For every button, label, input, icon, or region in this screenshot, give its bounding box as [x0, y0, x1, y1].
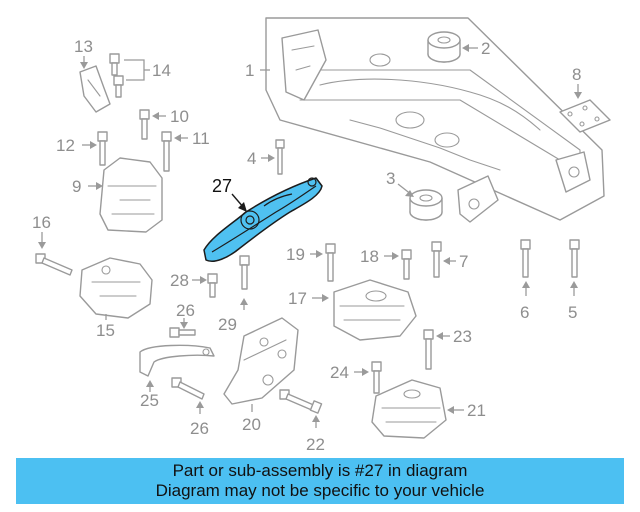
bolt-part-28[interactable] [207, 273, 218, 298]
bolt-part-5[interactable] [569, 239, 580, 278]
callout-26a[interactable]: 26 [176, 301, 195, 320]
bolt-part-6[interactable] [520, 239, 531, 278]
mount-part-17[interactable] [333, 279, 417, 341]
callout-22[interactable]: 22 [306, 435, 325, 454]
parts-diagram: 1 2 3 4 5 6 7 [32, 17, 611, 454]
callout-19[interactable]: 19 [286, 245, 305, 264]
callout-15[interactable]: 15 [96, 321, 115, 340]
bushing-part-2[interactable] [427, 31, 461, 63]
bolt-part-4[interactable] [275, 139, 285, 175]
mount-part-15[interactable] [79, 257, 153, 319]
plate-part-8[interactable] [559, 99, 611, 133]
bolt-part-10[interactable] [139, 109, 150, 140]
banner-line-1: Part or sub-assembly is #27 in diagram [172, 461, 468, 480]
callout-25[interactable]: 25 [140, 391, 159, 410]
callout-1[interactable]: 1 [245, 61, 254, 80]
bracket-part-13[interactable] [79, 65, 111, 113]
callout-10[interactable]: 10 [170, 107, 189, 126]
bolt-part-24[interactable] [371, 361, 382, 394]
bolt-part-14b[interactable] [113, 75, 124, 98]
callout-6[interactable]: 6 [520, 303, 529, 322]
callout-2[interactable]: 2 [481, 39, 490, 58]
mount-part-21[interactable] [371, 379, 447, 439]
callout-8[interactable]: 8 [572, 65, 581, 84]
link-part-25[interactable] [139, 344, 215, 377]
callout-7[interactable]: 7 [459, 252, 468, 271]
callout-11[interactable]: 11 [192, 129, 210, 148]
banner-line-2: Diagram may not be specific to your vehi… [155, 481, 485, 500]
callout-5[interactable]: 5 [568, 303, 577, 322]
bolt-part-23[interactable] [423, 329, 434, 370]
bolt-part-19[interactable] [325, 243, 336, 282]
callout-27[interactable]: 27 [212, 176, 232, 196]
callout-17[interactable]: 17 [288, 289, 307, 308]
torque-rod-part-27[interactable] [203, 177, 323, 262]
callout-28[interactable]: 28 [170, 271, 189, 290]
bushing-part-3[interactable] [409, 189, 443, 221]
bolt-part-18[interactable] [401, 249, 412, 280]
callout-29[interactable]: 29 [218, 315, 237, 334]
subframe-part-1[interactable] [265, 17, 605, 223]
leader-14 [124, 59, 145, 81]
callout-18[interactable]: 18 [360, 247, 379, 266]
info-banner: Part or sub-assembly is #27 in diagram D… [16, 458, 624, 504]
callout-13[interactable]: 13 [74, 37, 93, 56]
mount-part-9[interactable] [99, 157, 163, 233]
bolt-part-14a[interactable] [109, 53, 120, 76]
callout-12[interactable]: 12 [56, 136, 75, 155]
bolt-part-22[interactable] [279, 389, 323, 414]
bolt-part-11[interactable] [161, 131, 172, 172]
callout-21[interactable]: 21 [467, 401, 486, 420]
callout-3[interactable]: 3 [386, 169, 395, 188]
callout-23[interactable]: 23 [453, 327, 472, 346]
bolt-part-26b[interactable] [171, 377, 205, 400]
callout-24[interactable]: 24 [330, 363, 349, 382]
bolt-part-7[interactable] [431, 241, 442, 278]
callout-20[interactable]: 20 [242, 415, 261, 434]
callout-14[interactable]: 14 [152, 61, 171, 80]
bolt-part-29[interactable] [239, 255, 250, 290]
callout-26b[interactable]: 26 [190, 419, 209, 438]
bracket-part-20[interactable] [223, 317, 299, 405]
callout-9[interactable]: 9 [72, 177, 81, 196]
bolt-part-16[interactable] [35, 253, 73, 276]
bolt-part-26a[interactable] [169, 327, 196, 338]
callout-4[interactable]: 4 [247, 149, 256, 168]
callout-16[interactable]: 16 [32, 213, 51, 232]
bolt-part-12[interactable] [97, 131, 108, 166]
